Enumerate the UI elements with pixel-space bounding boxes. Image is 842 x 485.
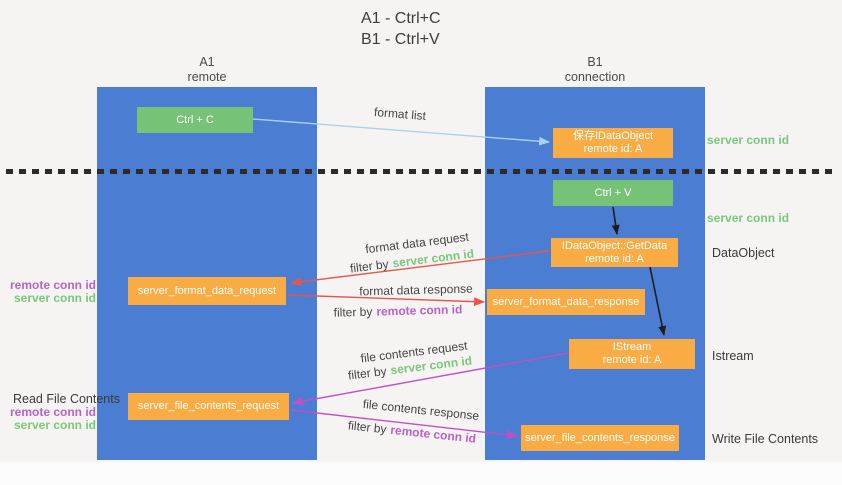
ctrl-c-label: Ctrl + C: [176, 113, 214, 126]
ctrl-c-box: Ctrl + C: [137, 107, 253, 133]
server-conn-id-annotation-1: server conn id: [13, 291, 96, 305]
lifeline-a1-subtitle: remote: [187, 70, 227, 84]
server-format-data-response-label: server_format_data_response: [492, 295, 640, 308]
remote-conn-id-highlight: remote conn id: [389, 422, 477, 446]
lifeline-b1-subtitle: connection: [564, 70, 626, 84]
istream-annotation: Istream: [712, 349, 754, 363]
server-conn-id-annotation-2: server conn id: [13, 418, 96, 432]
ctrl-v-box: Ctrl + V: [553, 180, 673, 206]
server-conn-id-annotation-top: server conn id: [707, 133, 790, 147]
save-idataobject-line2: remote id: A: [583, 143, 643, 155]
lifeline-b1-title: B1: [587, 55, 603, 69]
lifeline-a1-title: A1: [199, 55, 215, 69]
dataobject-annotation: DataObject: [712, 246, 775, 260]
server-file-contents-request-box: server_file_contents_request: [128, 393, 289, 420]
server-format-data-request-label: server_format_data_request: [137, 284, 277, 297]
title-line-1: A1 - Ctrl+C: [361, 10, 441, 27]
server-format-data-response-box: server_format_data_response: [487, 289, 645, 315]
filter-by-text: filter by: [347, 363, 388, 383]
remote-conn-id-highlight: remote conn id: [376, 302, 463, 319]
remote-conn-id-annotation-2: remote conn id: [9, 405, 96, 419]
istream-line1: IStream: [612, 341, 652, 353]
write-file-contents-annotation: Write File Contents: [712, 432, 819, 446]
diagram-title: A1 - Ctrl+C B1 - Ctrl+V: [0, 8, 842, 50]
getdata-line1: IDataObject::GetData: [561, 239, 668, 252]
getdata-line2: remote id: A: [585, 252, 644, 265]
read-file-contents-annotation: Read File Contents: [12, 392, 120, 406]
idataobject-getdata-box: IDataObject::GetData remote id: A: [551, 238, 678, 267]
server-file-contents-request-label: server_file_contents_request: [137, 400, 280, 412]
server-format-data-request-box: server_format_data_request: [128, 277, 286, 305]
format-data-response-label: format data response: [359, 281, 473, 299]
filter-by-text: filter by: [349, 256, 390, 276]
server-file-contents-response-label: server_file_contents_response: [525, 431, 675, 444]
lifeline-header-a1: A1 remote: [97, 55, 317, 85]
title-line-2: B1 - Ctrl+V: [361, 31, 440, 48]
save-idataobject-box: 保存IDataObject remote id: A: [553, 128, 673, 158]
save-idataobject-line1: 保存IDataObject: [572, 130, 654, 142]
filter-by-text: filter by: [347, 418, 388, 437]
format-list-label: format list: [373, 104, 427, 124]
istream-line2: remote id: A: [602, 354, 662, 366]
bottom-strip: [0, 462, 842, 485]
dotted-divider-line: [6, 169, 836, 174]
file-contents-response-label: file contents response: [362, 396, 480, 424]
filter-by-text: filter by: [333, 304, 373, 320]
istream-box: IStream remote id: A: [569, 339, 695, 369]
server-conn-id-annotation-mid: server conn id: [707, 211, 790, 225]
remote-conn-id-annotation-1: remote conn id: [9, 278, 96, 292]
ctrl-v-label: Ctrl + V: [594, 186, 632, 199]
left-conn-id-group-2: remote conn id server conn id: [8, 406, 96, 432]
left-conn-id-group-1: remote conn id server conn id: [8, 279, 96, 305]
lifeline-header-b1: B1 connection: [485, 55, 705, 85]
server-file-contents-response-box: server_file_contents_response: [521, 425, 679, 451]
